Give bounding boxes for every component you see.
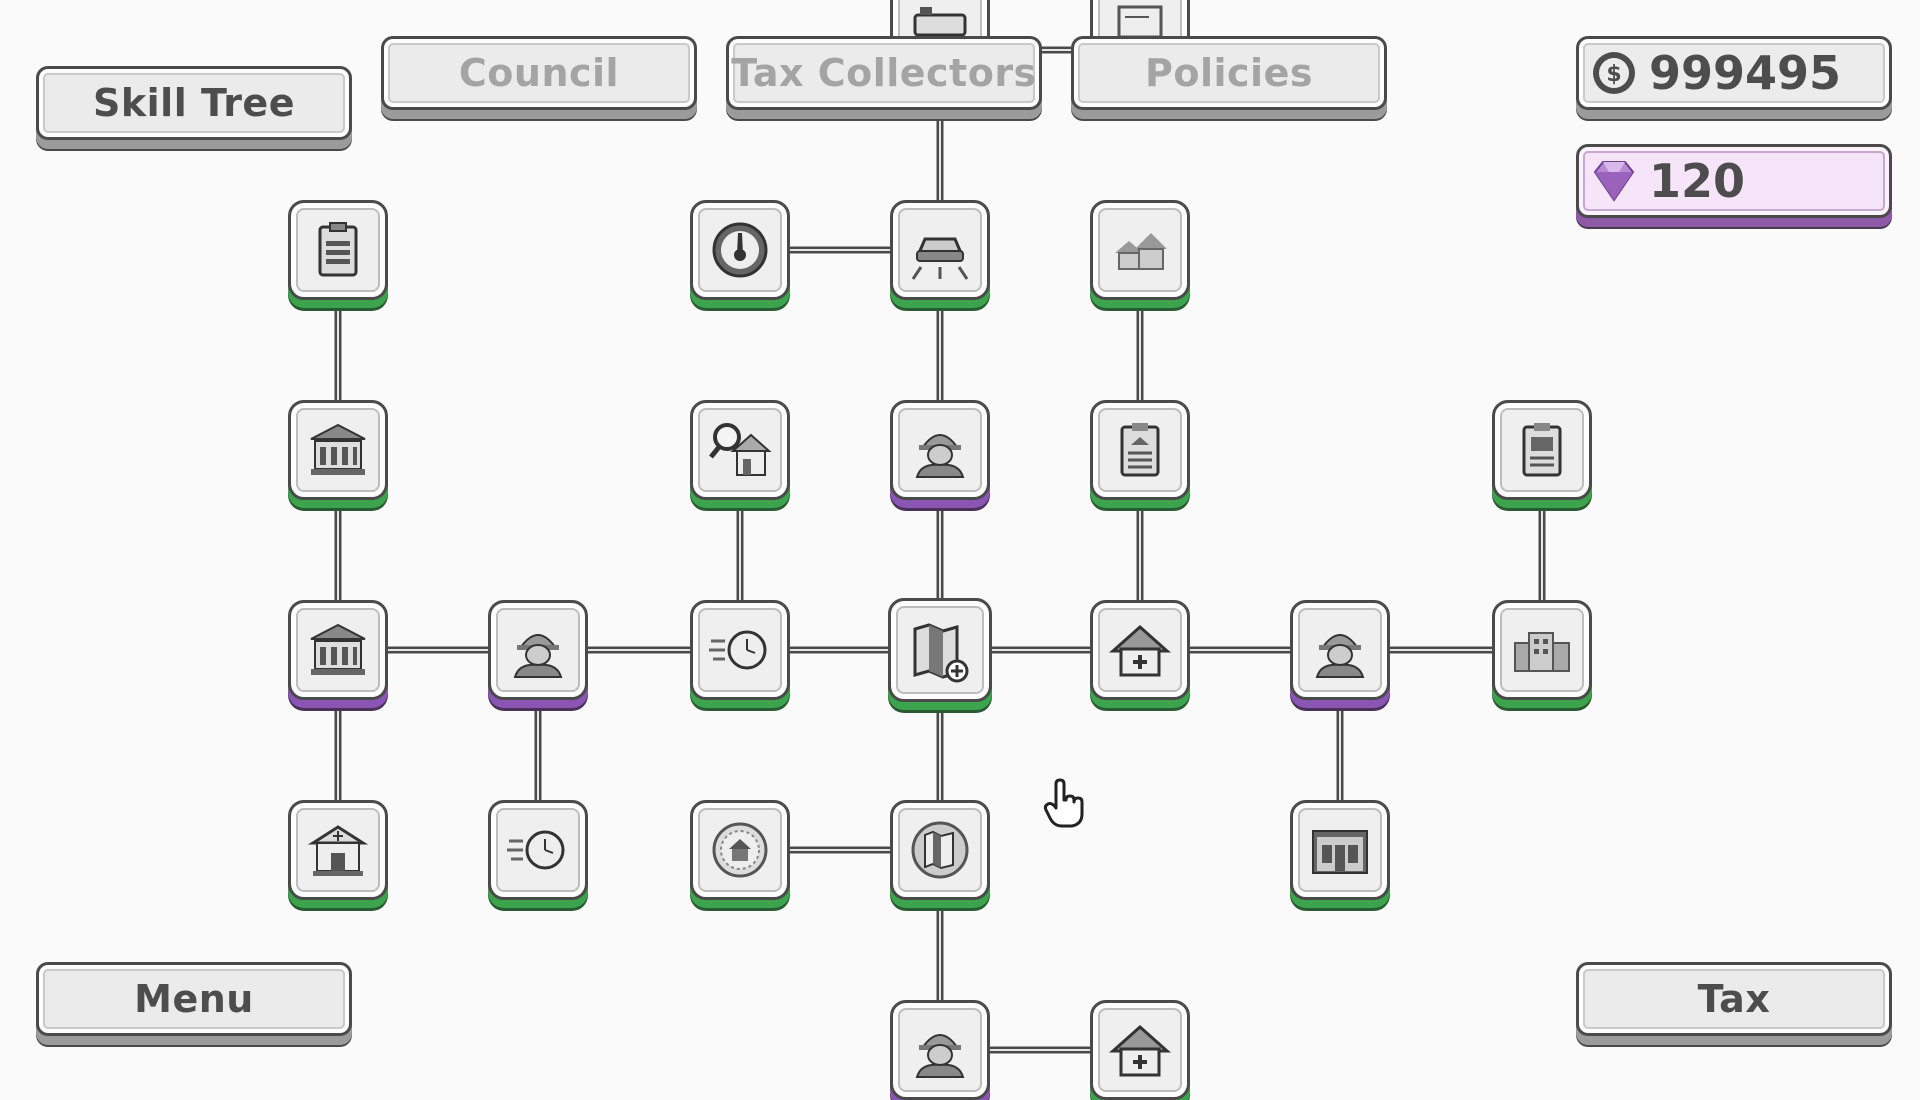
gems-value: 120 <box>1649 154 1746 208</box>
car-road-icon <box>911 237 969 280</box>
worker-helmet-icon <box>513 634 563 678</box>
skill-node-speedometer[interactable] <box>690 200 790 300</box>
fast-clock-icon <box>709 630 767 670</box>
svg-text:$: $ <box>1606 62 1621 87</box>
skill-node-bank[interactable] <box>288 400 388 500</box>
city-seal-icon <box>712 822 768 878</box>
skill-node-house-add-2[interactable] <box>1090 1000 1190 1100</box>
skill-node-map-add[interactable] <box>888 598 992 702</box>
skill-node-map-coin[interactable] <box>890 800 990 900</box>
dollar-coin-icon: $ <box>1593 52 1635 94</box>
skill-node-small-bank[interactable] <box>288 800 388 900</box>
skill-node-city-seal[interactable] <box>690 800 790 900</box>
skill-node-city-report[interactable] <box>1492 400 1592 500</box>
policies-tab[interactable]: Policies <box>1071 36 1387 110</box>
bank-icon <box>310 623 366 675</box>
skill-node-bank-2[interactable] <box>288 600 388 700</box>
fast-clock-icon <box>507 830 565 870</box>
skill-node-houses[interactable] <box>1090 200 1190 300</box>
storefront-icon <box>1312 830 1368 874</box>
speedometer-icon <box>712 222 768 278</box>
skill-node-worker-3[interactable] <box>1290 600 1390 700</box>
skill-tree-tab[interactable]: Skill Tree <box>36 66 352 140</box>
tax-button[interactable]: Tax <box>1576 962 1892 1036</box>
tax-collectors-tab[interactable]: Tax Collectors <box>726 36 1042 110</box>
office-buildings-icon <box>1514 632 1570 672</box>
money-value: 999495 <box>1649 46 1842 100</box>
skill-node-office-buildings[interactable] <box>1492 600 1592 700</box>
map-plus-icon <box>913 623 969 683</box>
skill-node-house-report[interactable] <box>1090 400 1190 500</box>
skill-node-worker-1[interactable] <box>890 400 990 500</box>
menu-button[interactable]: Menu <box>36 962 352 1036</box>
clipboard-city-icon <box>1522 423 1562 477</box>
map-coin-icon <box>911 821 969 879</box>
money-counter: $ 999495 <box>1576 36 1892 110</box>
skill-node-report-card[interactable] <box>288 200 388 300</box>
council-tab[interactable]: Council <box>381 36 697 110</box>
houses-icon <box>1115 233 1167 270</box>
skill-node-worker-2[interactable] <box>488 600 588 700</box>
hand-cursor-icon <box>1043 778 1084 828</box>
skill-node-car-road[interactable] <box>890 200 990 300</box>
house-plus-icon <box>1109 1024 1171 1077</box>
bank-plus-icon <box>307 825 369 876</box>
worker-helmet-icon <box>1315 634 1365 678</box>
worker-helmet-icon <box>915 434 965 478</box>
house-magnifier-icon <box>709 423 772 476</box>
gems-counter: 120 <box>1576 144 1892 218</box>
skill-node-fast-clock-1[interactable] <box>690 600 790 700</box>
house-plus-icon <box>1109 624 1171 677</box>
clipboard-house-icon <box>1120 423 1160 477</box>
skill-node-fast-clock-2[interactable] <box>488 800 588 900</box>
bank-icon <box>310 423 366 475</box>
license-plate-icon <box>913 7 967 37</box>
skill-node-worker-4[interactable] <box>890 1000 990 1100</box>
clipboard-building-icon <box>318 222 358 277</box>
skill-node-house-add[interactable] <box>1090 600 1190 700</box>
worker-helmet-icon <box>915 1034 965 1078</box>
gem-icon <box>1593 161 1635 202</box>
skill-node-storefront[interactable] <box>1290 800 1390 900</box>
skill-node-house-inspection[interactable] <box>690 400 790 500</box>
